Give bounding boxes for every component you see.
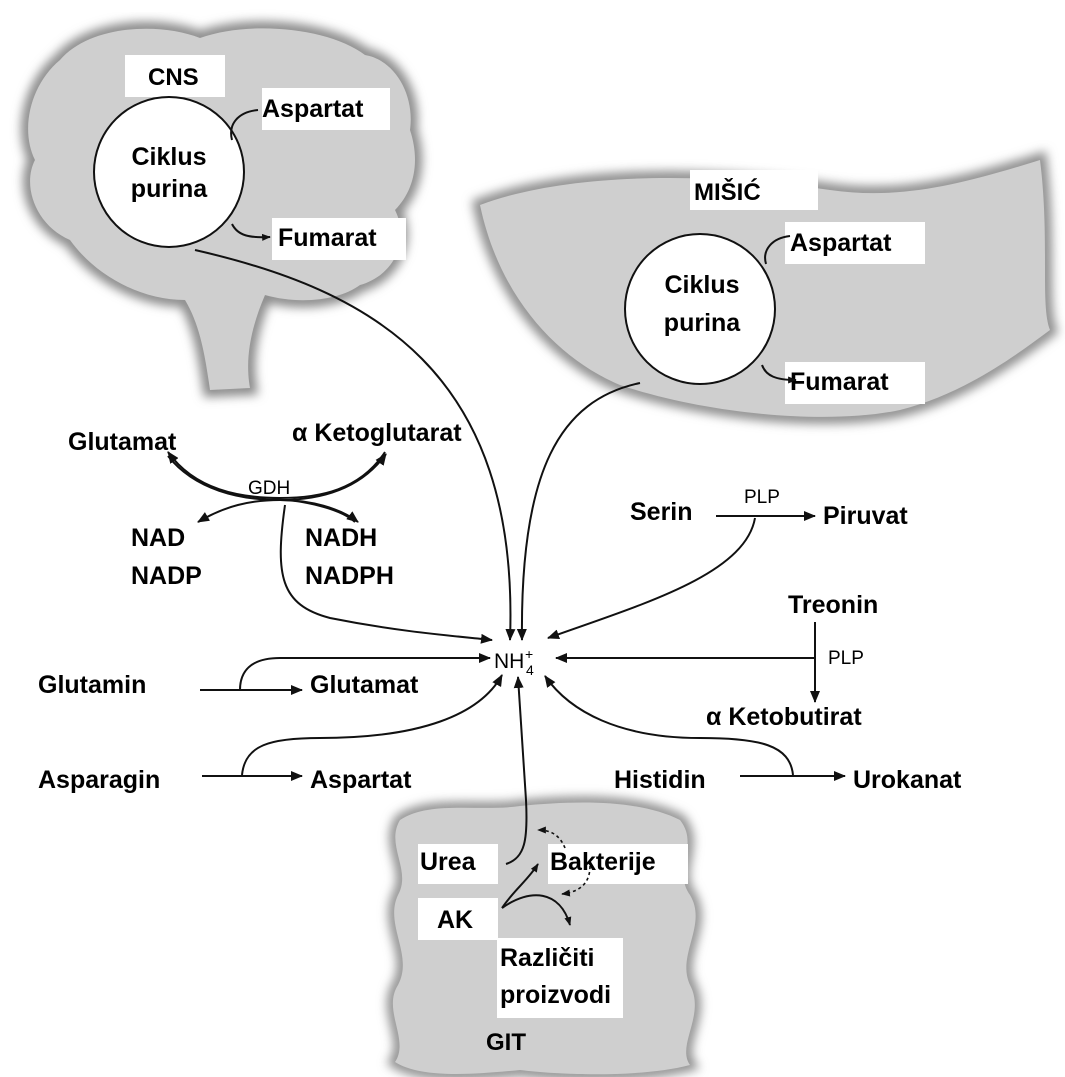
ammonium-node: NH + 4 xyxy=(494,646,534,678)
muscle-fumarat-bg xyxy=(785,362,925,404)
gdh-nad-label: NAD xyxy=(131,524,185,552)
muscle-fumarat-arrow xyxy=(761,364,797,384)
gut-products-label-1: Različiti xyxy=(500,944,594,972)
threonine-label: Treonin xyxy=(788,591,878,619)
gut-products-bg xyxy=(497,938,623,1018)
arrow-histidine-to-ammonium xyxy=(544,675,794,776)
arrow-brain-to-ammonium xyxy=(194,249,516,641)
glutamine-label: Glutamin xyxy=(38,671,146,699)
gdh-arrow-to-nad xyxy=(197,498,356,523)
asparagine-product-label: Aspartat xyxy=(310,766,412,794)
muscle-cycle-label-2: purina xyxy=(664,309,741,337)
serine-label: Serin xyxy=(630,498,693,526)
gdh-nadph-label: NADPH xyxy=(305,562,394,590)
arrow-gdh-to-ammonium xyxy=(279,504,493,644)
gut-label: GIT xyxy=(486,1029,526,1056)
brain-fumarat-arrow xyxy=(231,223,271,241)
gut-ak-bg xyxy=(418,898,498,940)
pyruvate-label: Piruvat xyxy=(823,502,908,530)
gdh-ketoglutarat-label: α Ketoglutarat xyxy=(292,419,462,447)
gut-ak-label: AK xyxy=(437,906,473,934)
gdh-arrow-to-glutamat xyxy=(167,451,386,500)
asparagine-label: Asparagin xyxy=(38,766,160,794)
ketobutyrate-label: α Ketobutirat xyxy=(706,703,862,731)
gut-ak-to-bacteria-arrow xyxy=(501,863,539,909)
gut-urea-label: Urea xyxy=(420,848,477,876)
arrow-muscle-to-ammonium xyxy=(516,382,641,641)
cns-label-bg xyxy=(125,55,225,97)
brain-cycle-label-2: purina xyxy=(131,175,208,203)
top-whiteout xyxy=(92,4,212,12)
gut-bacteria-bg xyxy=(548,844,688,884)
muscle-label: MIŠIĆ xyxy=(694,178,761,206)
gdh-glutamat-label: Glutamat xyxy=(68,428,177,456)
brain-aspartat-line xyxy=(230,109,259,141)
brain-fumarat-label: Fumarat xyxy=(278,224,377,252)
muscle-aspartat-bg xyxy=(785,222,925,264)
serine-enzyme-label: PLP xyxy=(744,487,780,508)
arrow-serine-to-ammonium xyxy=(547,517,756,639)
brain-label: CNS xyxy=(148,64,199,91)
histidine-label: Histidin xyxy=(614,766,706,794)
brain-cycle-label-1: Ciklus xyxy=(131,143,206,171)
gut-products-label-2: proizvodi xyxy=(500,981,611,1009)
ammonium-subscript: 4 xyxy=(526,662,534,678)
gdh-nadp-label: NADP xyxy=(131,562,202,590)
gdh-arrow-to-nadh xyxy=(279,499,359,523)
brain-aspartat-label: Aspartat xyxy=(262,95,364,123)
muscle-cycle-circle xyxy=(624,233,776,385)
urocanate-label: Urokanat xyxy=(853,766,962,794)
gut-urea-bg xyxy=(418,844,498,884)
ammonium-charge: + xyxy=(525,646,533,662)
gut-bacteria-label: Bakterije xyxy=(550,848,656,876)
muscle-label-bg xyxy=(690,170,818,210)
brain-cycle-circle xyxy=(93,96,245,248)
threonine-enzyme-label: PLP xyxy=(828,648,864,669)
gut-ak-to-products-arrow xyxy=(501,894,572,926)
ammonium-label: NH xyxy=(494,650,524,673)
muscle-fumarat-label: Fumarat xyxy=(790,368,889,396)
glutamine-product-label: Glutamat xyxy=(310,671,419,699)
gdh-nadh-label: NADH xyxy=(305,524,377,552)
gut-bacteria-dashed-arrow-2 xyxy=(537,826,566,849)
gdh-enzyme-label: GDH xyxy=(248,478,290,499)
brain-aspartat-bg xyxy=(262,88,390,130)
muscle-aspartat-line xyxy=(764,235,791,265)
brain-fumarat-bg xyxy=(272,218,406,260)
arrow-gut-to-ammonium xyxy=(505,676,528,865)
muscle-cycle-label-1: Ciklus xyxy=(664,271,739,299)
muscle-aspartat-label: Aspartat xyxy=(790,229,892,257)
arrow-asparagine-to-ammonium xyxy=(241,674,503,776)
arrow-glutamine-to-ammonium xyxy=(239,653,491,691)
